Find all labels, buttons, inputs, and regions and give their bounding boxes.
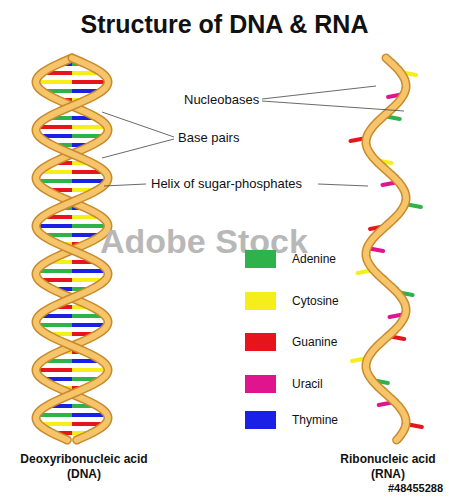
base-rung — [36, 368, 72, 372]
legend-text: Thymine — [292, 413, 338, 427]
sugar-phosphate-strand — [36, 58, 108, 440]
legend-text: Uracil — [292, 377, 323, 391]
strand-name: Deoxyribonucleic acid (DNA) — [4, 452, 164, 482]
leader-line — [102, 139, 174, 158]
diagram-title: Structure of DNA & RNA — [81, 10, 369, 39]
sugar-phosphate-strand — [366, 58, 406, 440]
legend-swatch — [245, 411, 276, 429]
sugar-phosphate-strand — [36, 58, 108, 440]
legend-swatch — [245, 375, 276, 393]
legend-text: Adenine — [292, 252, 336, 266]
legend-swatch — [245, 250, 276, 268]
base-rung — [72, 368, 108, 372]
callout-label: Base pairs — [178, 130, 239, 145]
legend-swatch — [245, 292, 276, 310]
base-rung — [72, 80, 108, 84]
legend-swatch — [245, 333, 276, 351]
sugar-phosphate-strand — [366, 58, 406, 440]
callout-label: Nucleobases — [184, 92, 259, 107]
legend-text: Cytosine — [292, 294, 339, 308]
leader-line — [262, 86, 376, 99]
sugar-phosphate-strand — [36, 58, 108, 440]
leader-line — [104, 184, 146, 186]
legend-text: Guanine — [292, 335, 337, 349]
callout-label: Helix of sugar-phosphates — [150, 176, 303, 191]
strand-name: Ribonucleic acid (RNA) — [338, 452, 438, 482]
leader-line — [262, 101, 404, 111]
base-rung — [36, 80, 72, 84]
stock-number: #48455288 — [388, 482, 443, 494]
leader-line — [102, 112, 174, 137]
watermark: Adobe Stock — [100, 222, 308, 261]
sugar-phosphate-strand — [36, 58, 108, 440]
leader-line — [318, 184, 368, 186]
base-rung — [36, 224, 72, 228]
